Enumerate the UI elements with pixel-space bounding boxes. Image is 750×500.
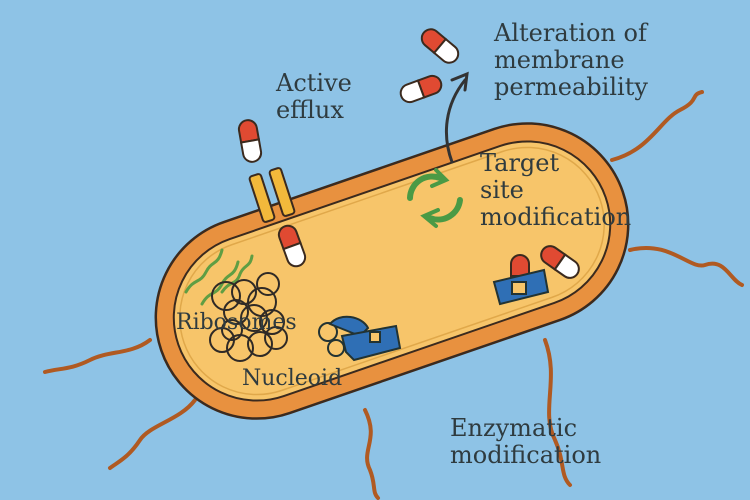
label-line: site [480, 175, 524, 204]
recycle-arrows-icon [407, 168, 463, 228]
label-line: Enzymatic [450, 414, 578, 442]
flagellum-icon [628, 246, 744, 287]
bacterium-cell [154, 122, 630, 420]
capsule-icon [236, 117, 264, 165]
label-line: Target [480, 149, 560, 177]
flagellum-icon [543, 338, 572, 487]
label-target-site: Target site modification [480, 150, 631, 231]
arrow-icon [444, 71, 469, 164]
cytoplasm [172, 140, 612, 402]
label-nucleoid: Nucleoid [242, 366, 343, 391]
efflux-pump-icon [248, 167, 296, 223]
label-line: Active [276, 69, 352, 97]
inner-membrane [179, 146, 605, 396]
nucleoid-dna [209, 272, 288, 362]
ribosome-strands [184, 248, 254, 306]
enzyme-icon [318, 315, 402, 362]
flagellum-icon [43, 338, 152, 374]
flagellum-icon [610, 90, 704, 162]
label-line: modification [480, 202, 632, 231]
flagella [43, 90, 744, 500]
label-line: Alteration of [494, 19, 647, 47]
flagellum-icon [108, 398, 197, 470]
label-alteration: Alteration of membrane permeability [494, 20, 648, 101]
label-line: membrane [494, 45, 625, 74]
label-line: efflux [276, 95, 344, 124]
label-line: permeability [494, 72, 648, 101]
label-active-efflux: Active efflux [276, 70, 352, 124]
capsule-icon [417, 24, 463, 68]
capsule-icon [397, 72, 445, 106]
label-enzymatic: Enzymatic modification [450, 415, 601, 469]
label-line: modification [450, 440, 602, 469]
flagellum-icon [363, 408, 380, 500]
enzyme-icon [492, 268, 550, 306]
label-ribosomes: Ribosomes [176, 310, 297, 335]
